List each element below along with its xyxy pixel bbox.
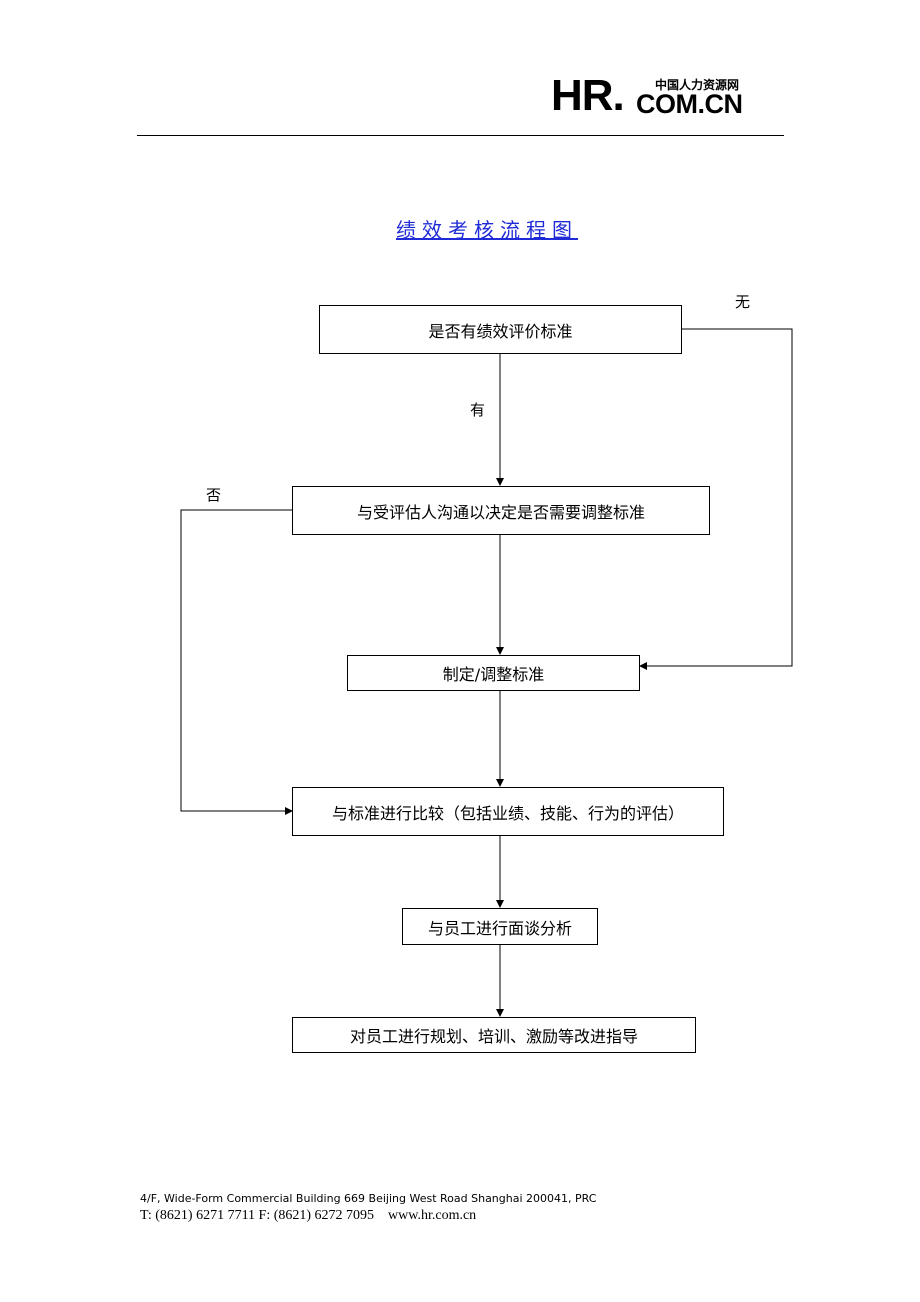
flow-box-compare: 与标准进行比较（包括业绩、技能、行为的评估） bbox=[292, 787, 724, 836]
footer-contact: T: (8621) 6271 7711 F: (8621) 6272 7095 … bbox=[140, 1208, 477, 1223]
flow-box-interview: 与员工进行面谈分析 bbox=[402, 908, 598, 945]
footer-address: 4/F, Wide-Form Commercial Building 669 B… bbox=[140, 1192, 597, 1205]
flow-box-set-standard: 制定/调整标准 bbox=[347, 655, 640, 691]
logo-hr-text: HR. bbox=[551, 71, 625, 120]
logo-chinese-text: 中国人力资源网 bbox=[655, 78, 740, 92]
label-none: 无 bbox=[735, 293, 751, 311]
logo-domain-text: COM.CN bbox=[636, 89, 743, 119]
label-yes: 有 bbox=[470, 401, 486, 419]
flow-box-has-standard: 是否有绩效评价标准 bbox=[319, 305, 682, 354]
arrow-no-path bbox=[180, 509, 293, 815]
page-title: 绩效考核流程图 bbox=[396, 218, 578, 242]
arrow-none-path bbox=[639, 328, 793, 670]
flow-box-guidance: 对员工进行规划、培训、激励等改进指导 bbox=[292, 1017, 696, 1053]
hr-logo: HR. 中国人力资源网 COM.CN bbox=[551, 74, 771, 124]
header-divider bbox=[137, 135, 784, 136]
flow-box-communicate: 与受评估人沟通以决定是否需要调整标准 bbox=[292, 486, 710, 535]
label-no: 否 bbox=[206, 486, 222, 504]
